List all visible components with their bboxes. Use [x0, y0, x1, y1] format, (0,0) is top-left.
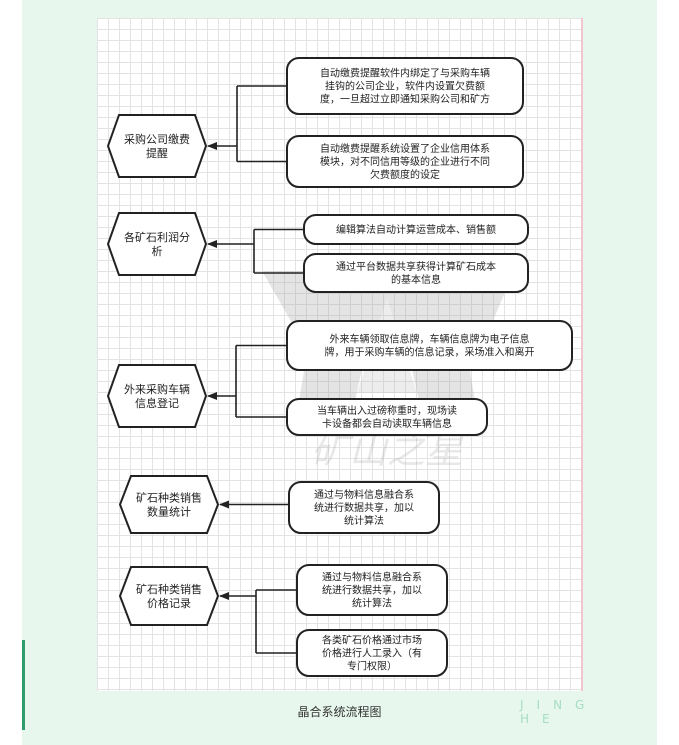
hexagon-shape: [106, 364, 208, 428]
accent-bar: [22, 640, 25, 730]
brand-text: JING HE: [520, 698, 598, 726]
flow-step-box: 当车辆出入过磅称重时，现场读卡设备都会自动读取车辆信息: [286, 398, 488, 436]
step-box-shape: [286, 135, 524, 188]
diagram-canvas: 矿山之星 采购公司缴费提醒自动缴费提醒软件内绑定了与采购车辆挂钩的公司企业，软件…: [97, 18, 583, 691]
step-box-label: 自动缴费提醒软件内绑定了与采购车辆挂钩的公司企业，软件内设置欠费额度，一旦超过立…: [320, 67, 490, 106]
flow-node-1: 采购公司缴费提醒: [106, 114, 208, 178]
hexagon-shape: [106, 114, 208, 178]
step-box-label: 通过平台数据共享获得计算矿石成本的基本信息: [336, 260, 496, 286]
step-box-shape: [296, 629, 448, 677]
step-box-label: 当车辆出入过磅称重时，现场读卡设备都会自动读取车辆信息: [317, 404, 457, 430]
step-box-shape: [303, 253, 529, 293]
flowchart: 采购公司缴费提醒 自动缴费提醒软件内绑定了与采购车辆挂钩的公司企业，软件内设置欠费…: [106, 57, 573, 677]
hexagon-shape: [118, 475, 220, 534]
step-box-shape: [286, 57, 524, 115]
hexagon-label: 外来采购车辆信息登记: [124, 382, 190, 410]
step-box-shape: [296, 564, 448, 616]
flow-step-box: 编辑算法自动计算运营成本、销售额: [303, 214, 529, 245]
step-box-label: 自动缴费提醒系统设置了企业信用体系模块，对不同信用等级的企业进行不同欠费额度的设…: [320, 142, 490, 181]
hexagon-label: 采购公司缴费提醒: [124, 132, 190, 160]
flow-step-box: 通过与物料信息融合系统进行数据共享，加以统计算法: [296, 564, 448, 616]
flow-node-2: 各矿石利润分析: [106, 212, 208, 276]
step-box-label: 各类矿石价格通过市场价格进行人工录入（有专门权限）: [322, 634, 422, 673]
hexagon-shape: [118, 566, 220, 626]
flow-step-box: 通过平台数据共享获得计算矿石成本的基本信息: [303, 253, 529, 293]
flow-step-box: 各类矿石价格通过市场价格进行人工录入（有专门权限）: [296, 629, 448, 677]
hexagon-shape: [106, 212, 208, 276]
step-box-label: 通过与物料信息融合系统进行数据共享，加以统计算法: [322, 571, 422, 610]
flow-step-box: 通过与物料信息融合系统进行数据共享，加以统计算法: [288, 481, 440, 534]
step-box-shape: [303, 214, 529, 245]
step-box-shape: [286, 398, 488, 436]
hexagon-label: 矿石种类销售价格记录: [136, 582, 202, 610]
step-box-label: 编辑算法自动计算运营成本、销售额: [336, 223, 496, 236]
step-box-shape: [286, 320, 573, 371]
step-box-label: 外来车辆领取信息牌，车辆信息牌为电子信息牌，用于采购车辆的信息记录，采场准入和离…: [325, 333, 535, 359]
flow-node-5: 矿石种类销售价格记录: [118, 566, 220, 626]
step-box-shape: [288, 481, 440, 534]
flow-step-box: 外来车辆领取信息牌，车辆信息牌为电子信息牌，用于采购车辆的信息记录，采场准入和离…: [286, 320, 573, 371]
hexagon-label: 矿石种类销售数量统计: [136, 490, 202, 518]
diagram-caption: 晶合系统流程图: [297, 705, 382, 719]
flow-node-4: 矿石种类销售数量统计: [118, 475, 220, 534]
flow-node-3: 外来采购车辆信息登记: [106, 364, 208, 428]
flow-step-box: 自动缴费提醒软件内绑定了与采购车辆挂钩的公司企业，软件内设置欠费额度，一旦超过立…: [286, 57, 524, 115]
hexagon-label: 各矿石利润分析: [124, 230, 190, 258]
flow-step-box: 自动缴费提醒系统设置了企业信用体系模块，对不同信用等级的企业进行不同欠费额度的设…: [286, 135, 524, 188]
step-box-label: 通过与物料信息融合系统进行数据共享，加以统计算法: [314, 488, 414, 527]
